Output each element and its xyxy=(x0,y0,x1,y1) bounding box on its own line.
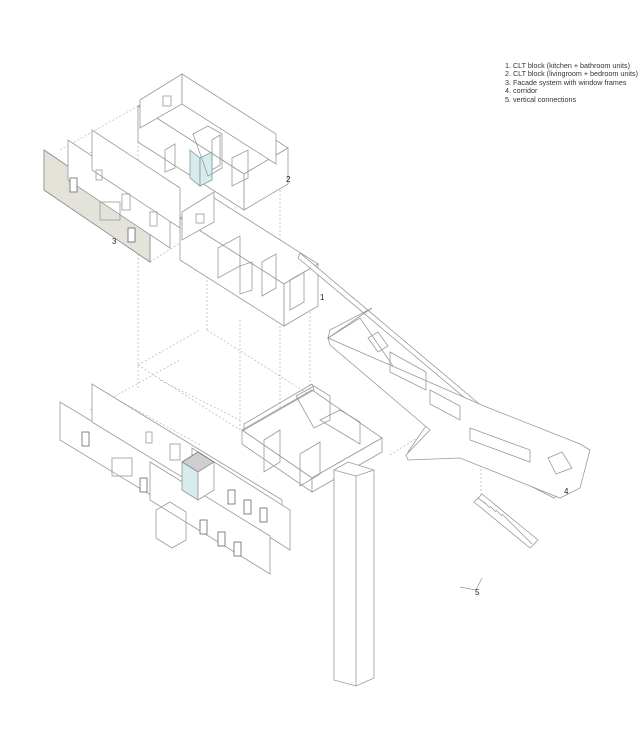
vertical-connection-column xyxy=(333,461,375,687)
label-facade: 3 xyxy=(112,237,117,246)
clt-block-1 xyxy=(179,191,319,327)
corridor xyxy=(297,252,591,499)
legend-item: 4. corridor xyxy=(505,86,538,96)
label-vertical: 5 xyxy=(475,588,480,597)
legend: 1. CLT block (kitchen + bathroom units) … xyxy=(505,61,638,104)
clt-block-2 xyxy=(137,73,289,211)
lower-facades xyxy=(59,383,291,575)
stairs xyxy=(473,493,539,549)
legend-item: 3. Facade system with window frames xyxy=(505,77,627,87)
label-corridor: 4 xyxy=(564,487,569,496)
legend-item: 5. vertical connections xyxy=(505,94,577,104)
vertical-connection-marker xyxy=(459,577,483,591)
label-block-1: 1 xyxy=(320,293,325,302)
facade-system xyxy=(43,129,181,263)
label-block-2: 2 xyxy=(286,175,291,184)
legend-item: 2. CLT block (livingroom + bedroom units… xyxy=(505,69,638,79)
legend-item: 1. CLT block (kitchen + bathroom units) xyxy=(505,61,630,70)
